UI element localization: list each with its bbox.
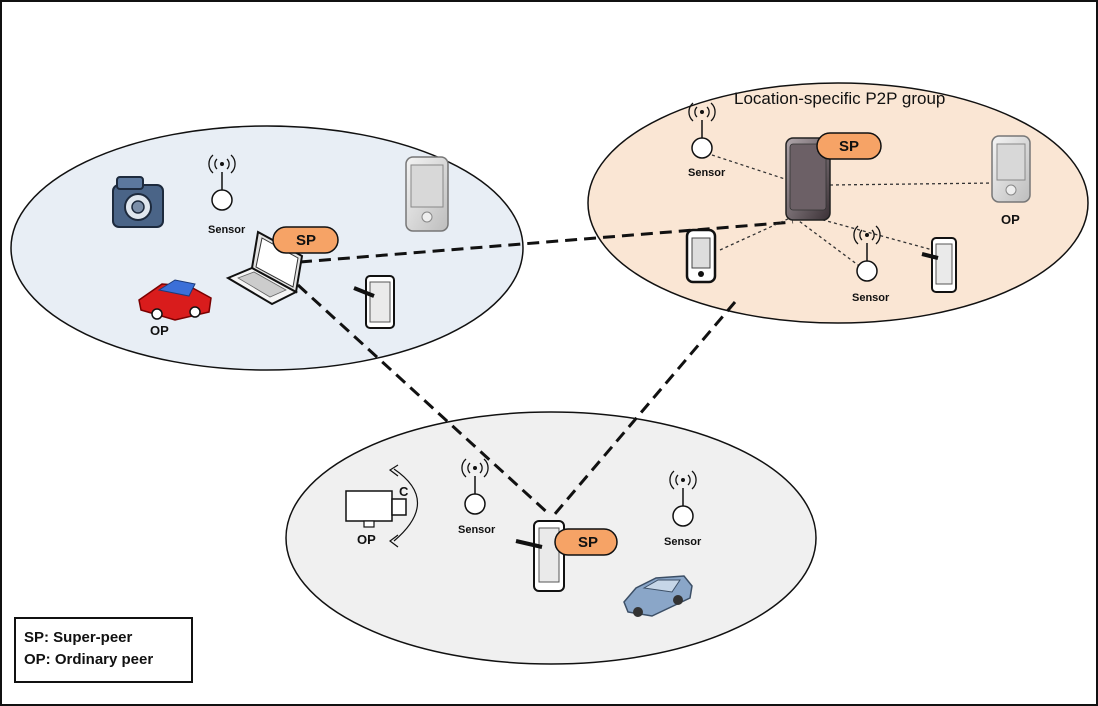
tablet-icon: [921, 237, 957, 293]
handheld-device-icon: [685, 228, 717, 284]
sp-badge-left: [272, 226, 339, 254]
right-peer-group: [587, 82, 1089, 324]
sensor-icon: [208, 154, 236, 211]
sensor-label: Sensor: [664, 536, 702, 548]
ptz-camera-icon: [345, 464, 418, 548]
local-links: [711, 154, 996, 269]
sensor-icon: [461, 458, 489, 515]
sp-label-left: SP: [296, 232, 316, 249]
super-peer-links: [296, 220, 794, 517]
sp-badge-bottom: [554, 528, 618, 556]
camera-icon: [112, 176, 164, 228]
op-label-right: OP: [1001, 212, 1020, 227]
link-right-bottom: [552, 301, 737, 516]
sensor-icon: [669, 470, 697, 527]
tablet-icon: [353, 275, 395, 329]
legend-item-super-peer: SP: Super-peer: [24, 629, 133, 646]
red-car-icon: [138, 279, 212, 321]
sensor-label: Sensor: [688, 167, 726, 179]
sp-label-bottom: SP: [578, 534, 598, 551]
legend-item-ordinary-peer: OP: Ordinary peer: [24, 651, 154, 668]
sensor-label: Sensor: [458, 524, 496, 536]
sp-badge-right: [816, 132, 882, 160]
laptop-icon: [225, 230, 304, 306]
op-label-bottom: OP: [357, 532, 376, 547]
mobile-phone-icon: [991, 135, 1031, 203]
link-left-right: [299, 220, 794, 264]
group-title: Location-specific P2P group: [734, 89, 945, 108]
camera-control-label: C: [399, 484, 409, 499]
sensor-label: Sensor: [852, 292, 890, 304]
mobile-phone-icon: [405, 156, 449, 232]
blue-car-icon: [623, 575, 693, 617]
smartphone-icon: [785, 137, 831, 221]
sp-label-right: SP: [839, 138, 859, 155]
sensor-icon: [853, 225, 881, 282]
sensor-icon: [688, 102, 716, 159]
sensor-label: Sensor: [208, 224, 246, 236]
op-label-left: OP: [150, 323, 169, 338]
legend: SP: Super-peer OP: Ordinary peer: [14, 617, 193, 683]
